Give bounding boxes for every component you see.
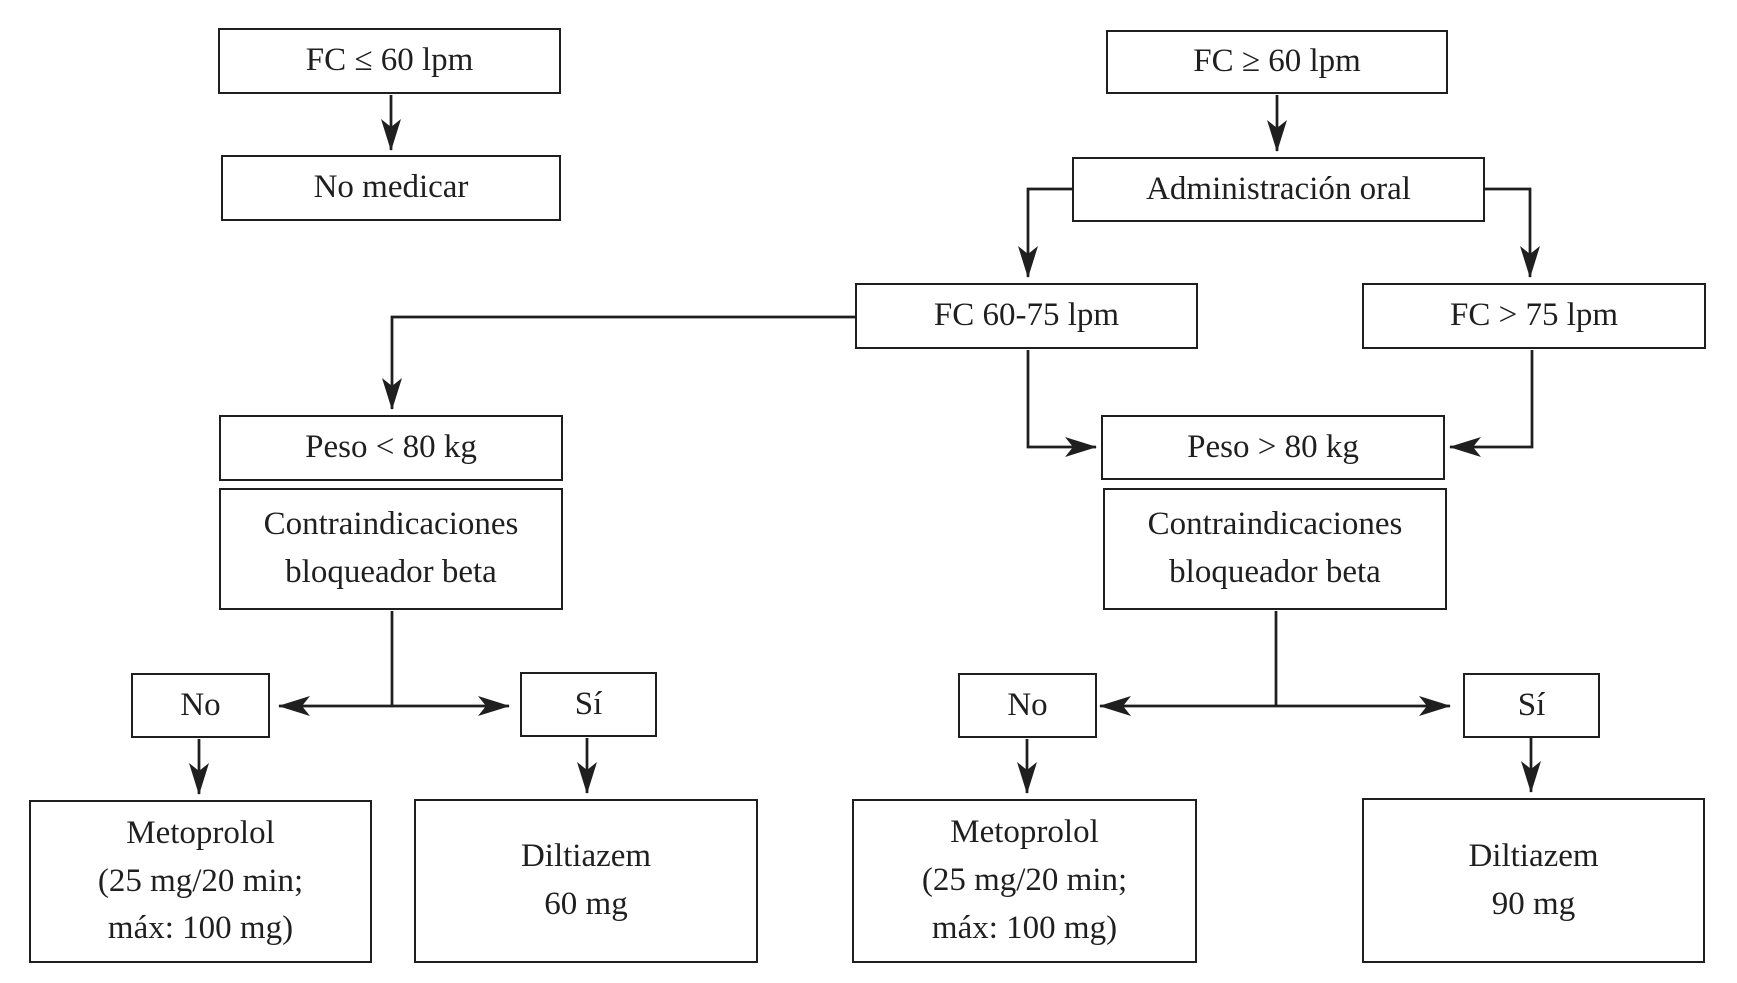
edge-fc-gt-75-to-peso-gt-80 <box>1449 350 1534 457</box>
node-fc-le-60-lpm: FC ≤ 60 lpm <box>218 28 561 94</box>
node-diltiazem-90-mg: Diltiazem 90 mg <box>1362 798 1705 963</box>
node-label: No medicar <box>313 169 469 206</box>
node-label: No <box>1007 686 1048 723</box>
node-si-left: Sí <box>520 672 657 737</box>
node-fc-gt-75-lpm: FC > 75 lpm <box>1362 283 1706 349</box>
node-si-right: Sí <box>1463 673 1600 738</box>
node-metoprolol-left: Metoprolol (25 mg/20 min; máx: 100 mg) <box>29 800 372 963</box>
node-label: FC 60-75 lpm <box>933 297 1120 334</box>
node-contraindicaciones-left: Contraindicaciones bloqueador beta <box>219 488 563 610</box>
node-label: Metoprolol (25 mg/20 min; máx: 100 mg) <box>97 814 304 947</box>
node-label: No <box>180 686 221 723</box>
node-label: Contraindicaciones bloqueador beta <box>1147 506 1403 590</box>
edge-fc-60-75-to-peso-lt-80 <box>382 315 855 410</box>
node-fc-60-75-lpm: FC 60-75 lpm <box>855 283 1198 349</box>
node-label: Diltiazem 90 mg <box>1468 837 1599 922</box>
node-no-right: No <box>958 673 1097 738</box>
node-label: Sí <box>1517 686 1546 723</box>
node-no-left: No <box>131 673 270 738</box>
node-contraindicaciones-right: Contraindicaciones bloqueador beta <box>1103 488 1447 610</box>
node-metoprolol-right: Metoprolol (25 mg/20 min; máx: 100 mg) <box>852 799 1197 963</box>
node-label: FC ≥ 60 lpm <box>1193 43 1361 80</box>
node-administracion-oral: Administración oral <box>1072 157 1485 222</box>
node-label: Peso > 80 kg <box>1187 428 1359 465</box>
node-no-medicar: No medicar <box>221 155 561 221</box>
edge-fc-60-75-to-peso-gt-80 <box>1026 350 1097 457</box>
node-peso-lt-80-kg: Peso < 80 kg <box>219 415 563 481</box>
node-fc-ge-60-lpm: FC ≥ 60 lpm <box>1106 30 1448 94</box>
node-peso-gt-80-kg: Peso > 80 kg <box>1101 415 1445 480</box>
edge-admin-oral-to-fc-gt-75 <box>1485 187 1540 278</box>
node-label: Diltiazem 60 mg <box>520 838 652 922</box>
node-label: Peso < 80 kg <box>305 429 477 466</box>
node-label: Sí <box>574 685 603 722</box>
edge-admin-oral-to-fc-60-75 <box>1018 187 1072 278</box>
node-label: Contraindicaciones bloqueador beta <box>263 506 519 590</box>
node-diltiazem-60-mg: Diltiazem 60 mg <box>414 799 758 963</box>
node-label: Metoprolol (25 mg/20 min; máx: 100 mg) <box>921 814 1128 946</box>
node-label: FC ≤ 60 lpm <box>305 42 474 79</box>
node-label: FC > 75 lpm <box>1449 297 1619 334</box>
node-label: Administración oral <box>1146 170 1411 207</box>
